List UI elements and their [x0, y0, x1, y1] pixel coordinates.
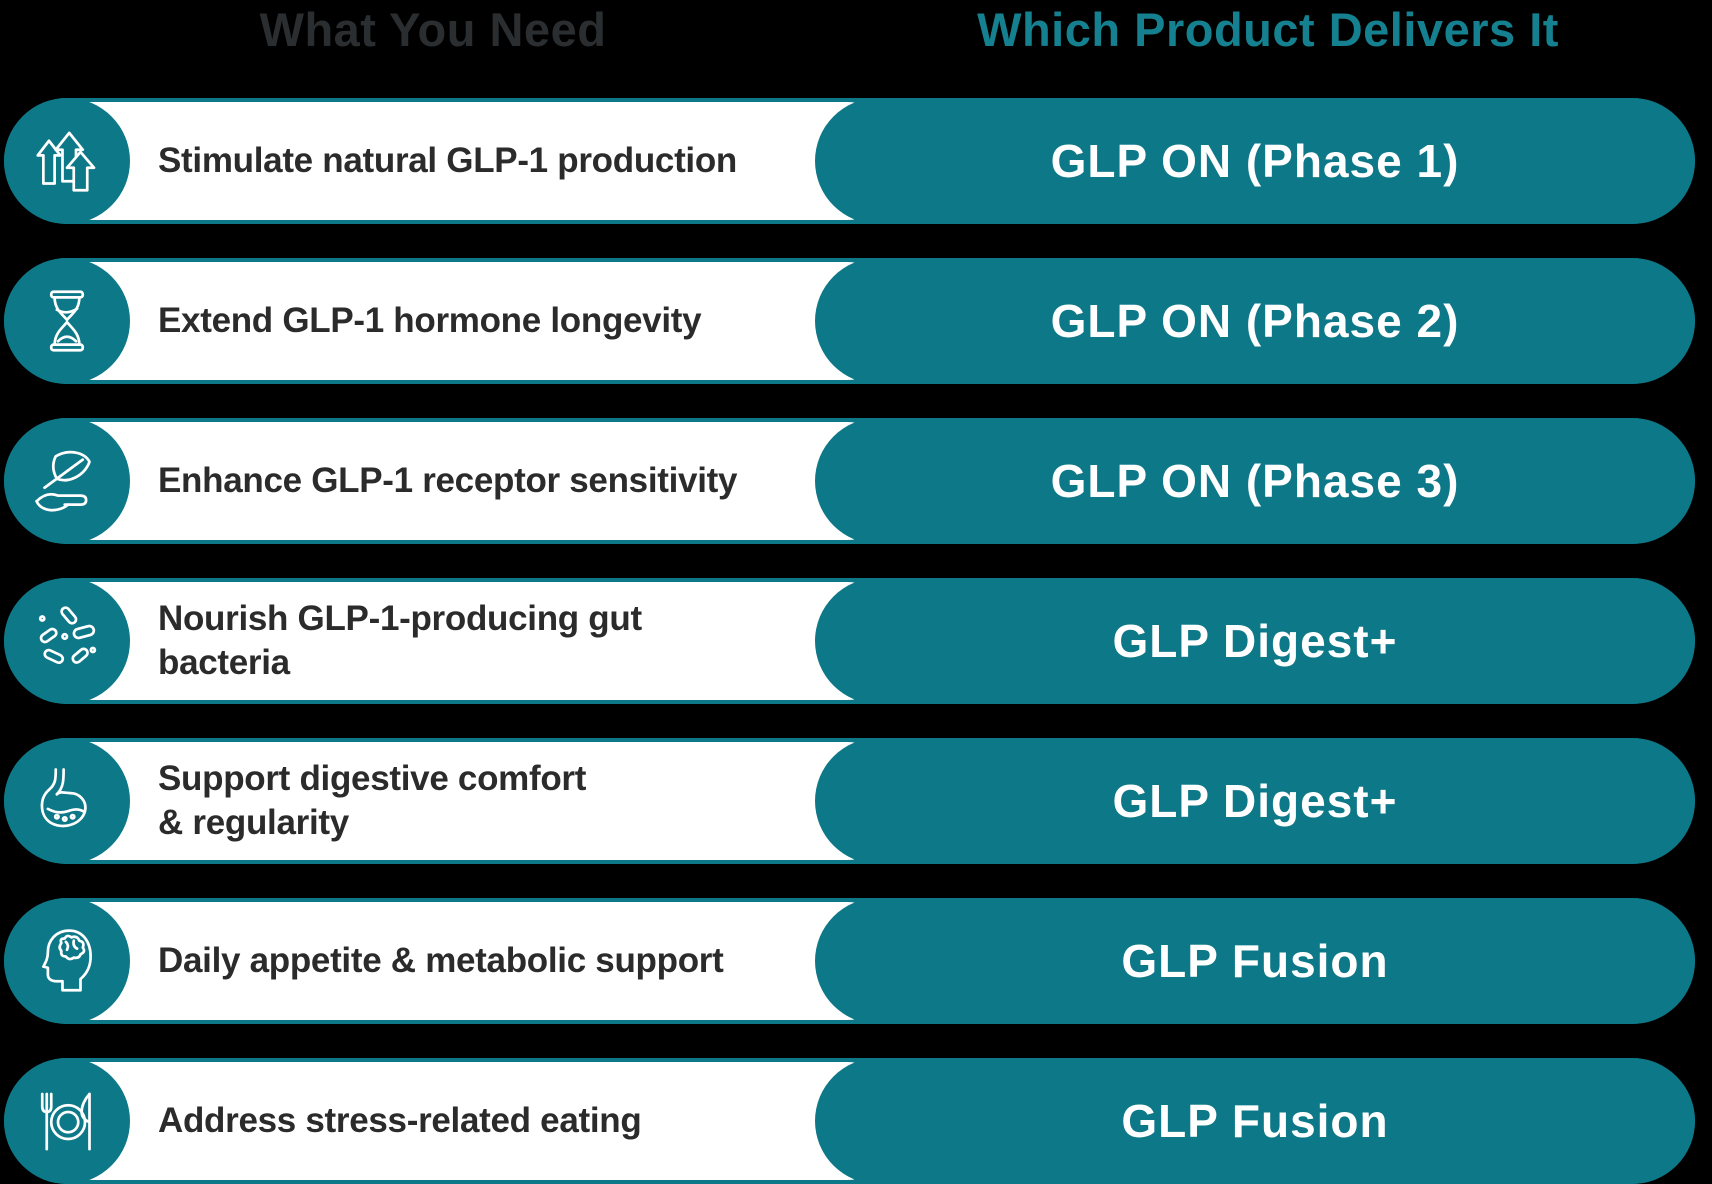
table-row: Support digestive comfort & regularity G…: [4, 738, 1695, 864]
need-label: Stimulate natural GLP-1 production: [158, 140, 738, 180]
product-label: GLP ON (Phase 3): [1050, 455, 1460, 507]
product-pill: GLP ON (Phase 3): [815, 418, 1695, 544]
need-pill: [6, 102, 906, 220]
table-row: Extend GLP-1 hormone longevity GLP ON (P…: [4, 258, 1695, 384]
need-label: Address stress-related eating: [158, 1100, 642, 1140]
product-label: GLP ON (Phase 1): [1050, 135, 1460, 187]
stomach-icon: [40, 768, 87, 828]
icon-circle: [4, 738, 130, 864]
need-pill: [6, 582, 906, 700]
product-pill: GLP ON (Phase 1): [815, 98, 1695, 224]
product-pill: GLP Digest+: [815, 738, 1695, 864]
icon-circle: [4, 578, 130, 704]
feather-hand-icon: [35, 450, 91, 512]
need-label: Enhance GLP-1 receptor sensitivity: [158, 460, 738, 500]
column-header-need: What You Need: [259, 3, 607, 56]
table-row: Nourish GLP-1-producing gut bacteria GLP…: [4, 578, 1695, 704]
table-row: Enhance GLP-1 receptor sensitivity GLP O…: [4, 418, 1695, 544]
need-pill: [6, 1062, 906, 1180]
brain-head-icon: [42, 929, 92, 992]
icon-circle: [4, 98, 130, 224]
hourglass-icon: [49, 290, 85, 352]
product-label: GLP ON (Phase 2): [1050, 295, 1460, 347]
icon-circle: [4, 898, 130, 1024]
product-pill: GLP Digest+: [815, 578, 1695, 704]
product-pill: GLP ON (Phase 2): [815, 258, 1695, 384]
need-label: Nourish GLP-1-producing gut bacteria: [158, 598, 642, 682]
table-row: Address stress-related eating GLP Fusion: [4, 1058, 1695, 1184]
need-pill: [6, 262, 906, 380]
product-label: GLP Fusion: [1121, 1095, 1389, 1147]
need-label: Daily appetite & metabolic support: [158, 940, 724, 980]
plate-cutlery-icon: [40, 1092, 91, 1151]
arrows-up-icon: [36, 131, 96, 192]
product-label: GLP Digest+: [1112, 775, 1398, 827]
need-pill: [6, 902, 906, 1020]
table-row: Daily appetite & metabolic support GLP F…: [4, 898, 1695, 1024]
product-pill: GLP Fusion: [815, 1058, 1695, 1184]
column-header-product: Which Product Delivers It: [977, 3, 1559, 56]
need-label: Support digestive comfort & regularity: [158, 758, 587, 842]
need-pill: [6, 422, 906, 540]
product-pill: GLP Fusion: [815, 898, 1695, 1024]
need-pill: [6, 742, 906, 860]
gut-bacteria-icon: [38, 606, 97, 665]
need-label: Extend GLP-1 hormone longevity: [158, 300, 702, 340]
icon-circle: [4, 258, 130, 384]
product-label: GLP Fusion: [1121, 935, 1389, 987]
product-label: GLP Digest+: [1112, 615, 1398, 667]
icon-circle: [4, 418, 130, 544]
icon-circle: [4, 1058, 130, 1184]
table-row: Stimulate natural GLP-1 production GLP O…: [4, 98, 1695, 224]
